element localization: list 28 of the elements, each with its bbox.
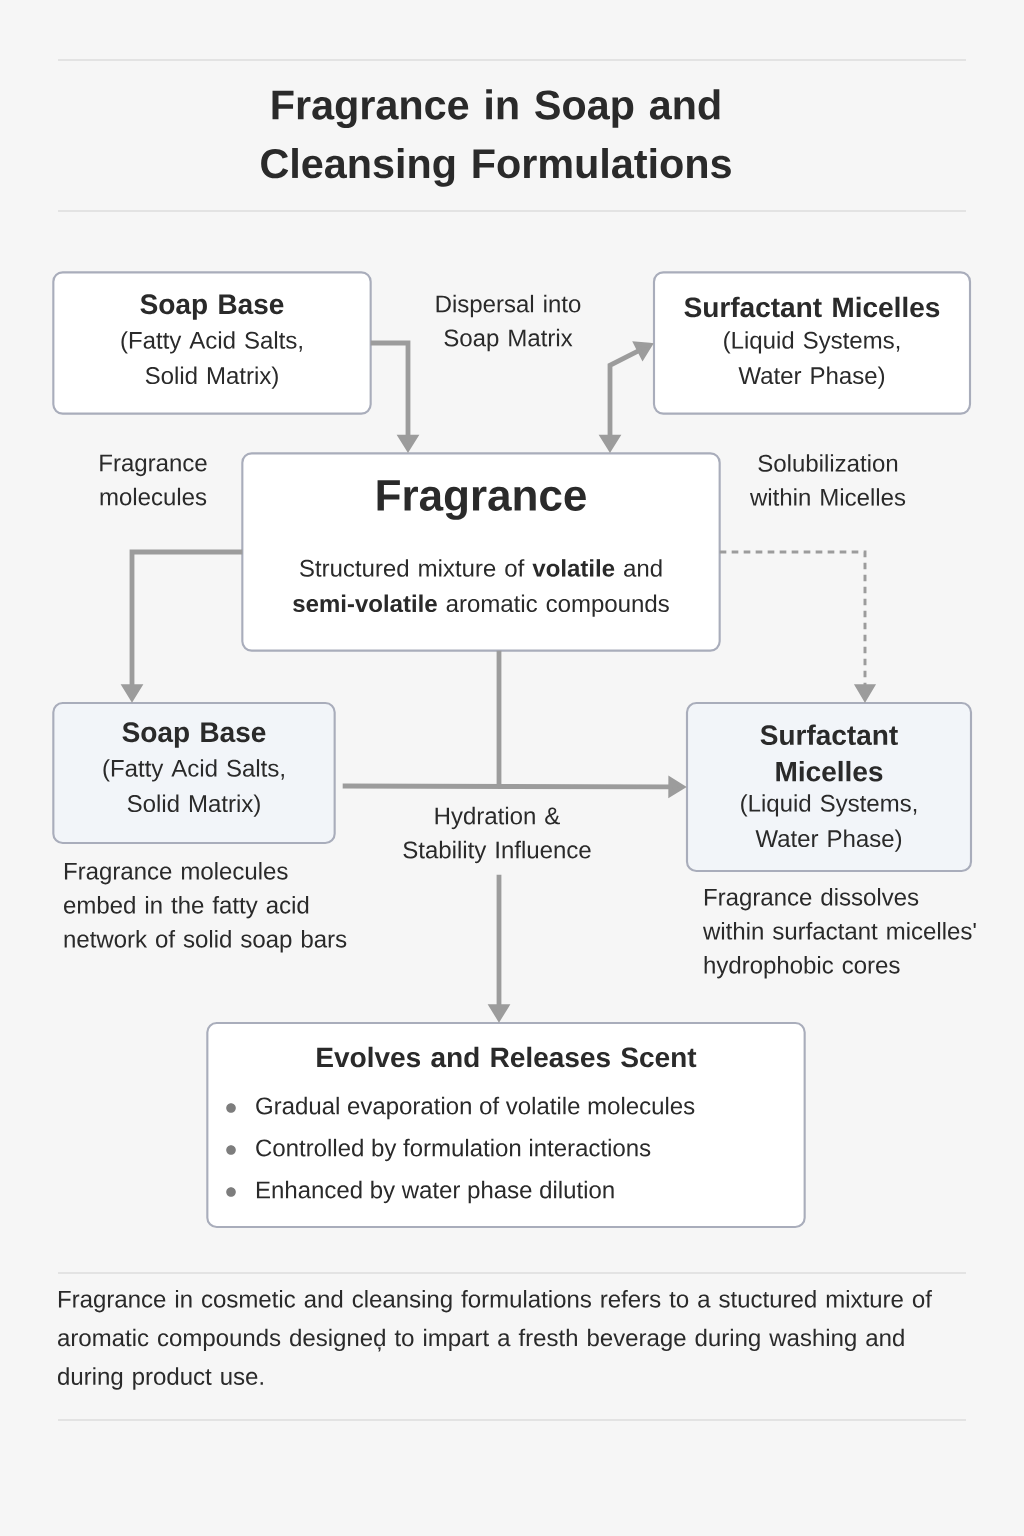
caption: Fragrance in cosmetic and cleansing formulations refers to a stuctured mixture of aromatic compounds designeḑ to impart a fresth beverage during washing and during product use. [58,1290,932,1390]
process-box [241,452,721,652]
box-description: Structured mixture of volatile and semi-volatile aromatic compounds [293,559,669,617]
box-heading: Soap Base [140,294,284,320]
process-box [52,271,372,415]
list-item: Enhanced by water phase dilution [256,1180,614,1204]
list-item: Controlled by formulation interactions [256,1138,651,1162]
edge-label: Dispersal into Soap Matrix [436,294,581,352]
box-heading: Surfactant Micelles [684,296,940,318]
box-description: (Liquid Systems, Water Phase) [724,331,900,389]
box-heading: Evolves and Releases Scent [317,1046,697,1068]
list-item: Gradual evaporation of volatile molecules [256,1096,695,1120]
box-description: (Fatty Acid Salts, Solid Matrix) [121,331,302,389]
box-description: (Liquid Systems, Water Phase) [741,794,917,852]
edge-label: Fragrance molecules [100,454,207,506]
process-box [206,1021,806,1229]
process-box [52,701,336,845]
box-heading: Fragrance [377,480,586,520]
box-heading: Soap Base [122,722,266,748]
edge-label: Hydration & Stability Influence [403,806,591,864]
edge-label: Solubilization within Micelles [749,454,906,506]
process-box [652,271,972,415]
box-description: (Fatty Acid Salts, Solid Matrix) [103,759,284,817]
title: Fragrance in Soap and Cleansing Formulations [261,89,731,187]
process-box [685,701,973,873]
box-heading: Surfactant Micelles [760,724,898,782]
node-note: Fragrance molecules embed in the fatty acid network of solid soap bars [64,862,347,953]
node-note: Fragrance dissolves within surfactant micelles' hydrophobic cores [702,888,976,979]
